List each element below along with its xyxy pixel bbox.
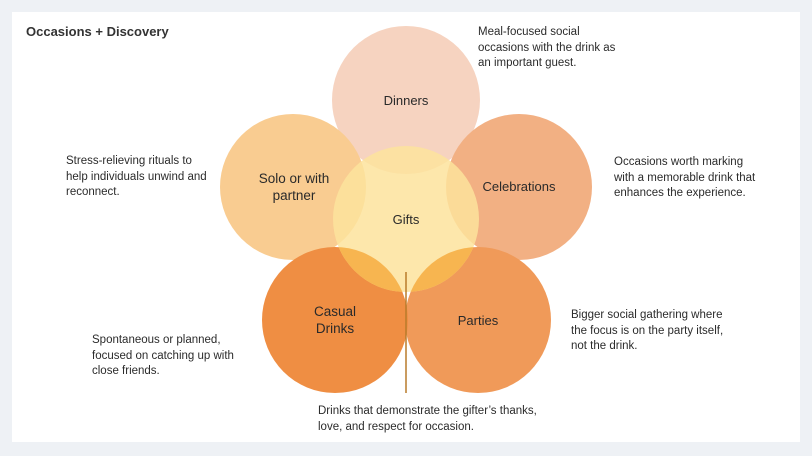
desc-gifts: Drinks that demonstrate the gifter’s tha… — [318, 405, 537, 433]
petal-casual-drinks — [262, 247, 408, 393]
desc-solo: Stress-relieving rituals to help individ… — [66, 155, 207, 198]
desc-parties: Bigger social gathering where the focus … — [571, 309, 724, 352]
diagram-title: Occasions + Discovery — [26, 24, 169, 39]
desc-casual: Spontaneous or planned, focused on catch… — [92, 334, 234, 377]
petal-label-dinners: Dinners — [383, 93, 429, 108]
petal-gifts — [333, 146, 479, 292]
petal-label-parties: Parties — [457, 313, 499, 328]
petal-dinners — [332, 26, 480, 174]
petal-parties — [405, 247, 551, 393]
desc-dinners: Meal-focused social occasions with the d… — [478, 26, 616, 69]
petal-label-casual: Casual Drinks — [313, 304, 357, 336]
petal-celebrations — [446, 114, 592, 260]
petal-label-celebrations: Celebrations — [482, 179, 556, 194]
petal-solo-or-with-partner — [220, 114, 366, 260]
petal-label-solo: Solo or with partner — [258, 171, 330, 203]
petal-label-gifts: Gifts — [392, 212, 420, 227]
desc-celebrations: Occasions worth marking with a memorable… — [614, 156, 756, 199]
